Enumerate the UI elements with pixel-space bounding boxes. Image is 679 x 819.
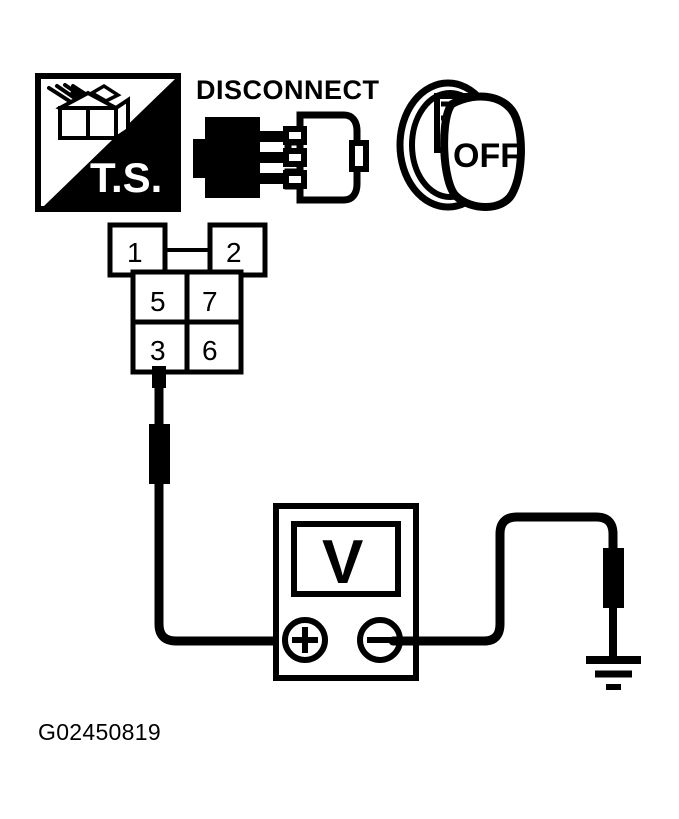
positive-test-lead bbox=[149, 366, 297, 646]
figure-caption: G02450819 bbox=[38, 719, 161, 745]
probe-body-negative bbox=[603, 548, 624, 608]
pin-cell-2: 2 bbox=[207, 222, 268, 278]
negative-test-lead bbox=[388, 512, 624, 658]
disconnect-icon: DISCONNECT bbox=[193, 75, 380, 204]
ts-box-diagonal-fill bbox=[44, 79, 175, 206]
pin-label-7: 7 bbox=[202, 286, 218, 317]
ts-connector-glyph bbox=[47, 83, 130, 142]
probe-body-positive bbox=[149, 424, 170, 484]
pin-label-1: 1 bbox=[127, 237, 143, 268]
voltmeter-symbol: V bbox=[322, 528, 363, 597]
connector-pin-diagram: 1 2 5 7 3 6 bbox=[107, 222, 268, 375]
voltmeter-display bbox=[291, 521, 401, 597]
pin-label-3: 3 bbox=[150, 335, 166, 366]
pin-label-5: 5 bbox=[150, 286, 166, 317]
voltmeter: V bbox=[273, 503, 419, 681]
disconnect-plug-left bbox=[193, 117, 287, 198]
voltmeter-terminal-positive bbox=[282, 617, 328, 663]
wire-positive bbox=[154, 379, 297, 646]
ignition-key-off-icon: OFF bbox=[396, 79, 525, 211]
disconnect-label: DISCONNECT bbox=[196, 75, 380, 105]
pin-grid-body: 5 7 3 6 bbox=[130, 269, 244, 375]
ts-box-label: T.S. bbox=[90, 154, 162, 201]
wire-negative bbox=[388, 512, 618, 646]
ignition-off-label: OFF bbox=[453, 137, 521, 175]
pin-label-6: 6 bbox=[202, 335, 218, 366]
pin-cell-1: 1 bbox=[107, 222, 168, 278]
ground-symbol bbox=[586, 656, 641, 690]
disconnect-socket-right bbox=[283, 111, 369, 204]
pin-label-2: 2 bbox=[226, 237, 242, 268]
ts-box-icon: T.S. bbox=[35, 73, 181, 212]
